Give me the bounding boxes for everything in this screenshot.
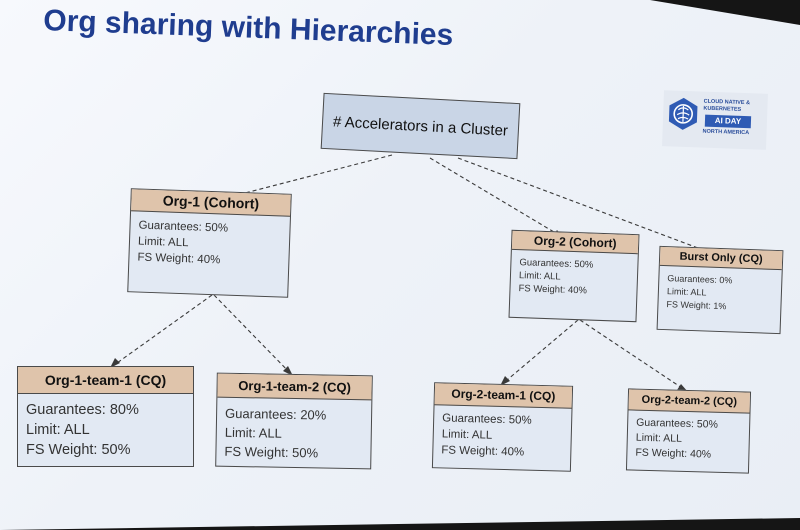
root-node-accelerators: # Accelerators in a Cluster — [320, 92, 521, 160]
node-title: Org-1-team-2 (CQ) — [217, 373, 372, 401]
fs-weight-value: FS Weight: 50% — [224, 443, 319, 461]
kubernetes-brain-icon — [668, 97, 698, 130]
node-org-2-team-2-cq: Org-2-team-2 (CQ) Guarantees: 50% Limit:… — [625, 388, 752, 474]
limit-value: Limit: ALL — [26, 422, 90, 438]
fs-weight-value: FS Weight: 40% — [518, 283, 588, 297]
node-body: Guarantees: 50% Limit: ALL FS Weight: 40… — [433, 405, 571, 465]
guarantees-value: Guarantees: 20% — [224, 405, 327, 423]
node-body: Guarantees: 0% Limit: ALL FS Weight: 1% — [658, 266, 782, 318]
node-body: Guarantees: 50% Limit: ALL FS Weight: 40… — [129, 211, 290, 274]
event-logo: CLOUD NATIVE & KUBERNETES AI DAY NORTH A… — [662, 90, 768, 150]
node-org-1-team-2-cq: Org-1-team-2 (CQ) Guarantees: 20% Limit:… — [215, 372, 373, 470]
edge-root-org2 — [429, 157, 565, 239]
node-org-1-team-1-cq: Org-1-team-1 (CQ) Guarantees: 80% Limit:… — [17, 366, 194, 467]
edge-org2-team1 — [499, 319, 579, 387]
fs-weight-value: FS Weight: 50% — [26, 442, 131, 458]
node-burst-only-cq: Burst Only (CQ) Guarantees: 0% Limit: AL… — [656, 245, 784, 335]
edge-org2-team2 — [579, 319, 689, 393]
node-title: Org-1-team-1 (CQ) — [18, 367, 193, 394]
node-body: Guarantees: 20% Limit: ALL FS Weight: 50… — [216, 398, 371, 467]
fs-weight-value: FS Weight: 1% — [666, 299, 727, 312]
fs-weight-value: FS Weight: 40% — [441, 444, 525, 459]
node-org-1-cohort: Org-1 (Cohort) Guarantees: 50% Limit: AL… — [127, 188, 292, 298]
guarantees-value: Guarantees: 80% — [26, 402, 139, 418]
node-body: Guarantees: 50% Limit: ALL FS Weight: 40… — [627, 410, 749, 466]
node-body: Guarantees: 50% Limit: ALL FS Weight: 40… — [510, 250, 638, 302]
edge-org1-team2 — [213, 294, 294, 377]
edge-org1-team1 — [109, 294, 213, 369]
node-body: Guarantees: 80% Limit: ALL FS Weight: 50… — [18, 394, 193, 463]
node-org-2-cohort: Org-2 (Cohort) Guarantees: 50% Limit: AL… — [508, 229, 640, 323]
edge-root-burst — [457, 157, 715, 255]
fs-weight-value: FS Weight: 40% — [635, 446, 712, 461]
arrowhead-org1-team1 — [110, 358, 120, 368]
limit-value: Limit: ALL — [224, 424, 283, 441]
node-org-2-team-1-cq: Org-2-team-1 (CQ) Guarantees: 50% Limit:… — [431, 382, 574, 472]
